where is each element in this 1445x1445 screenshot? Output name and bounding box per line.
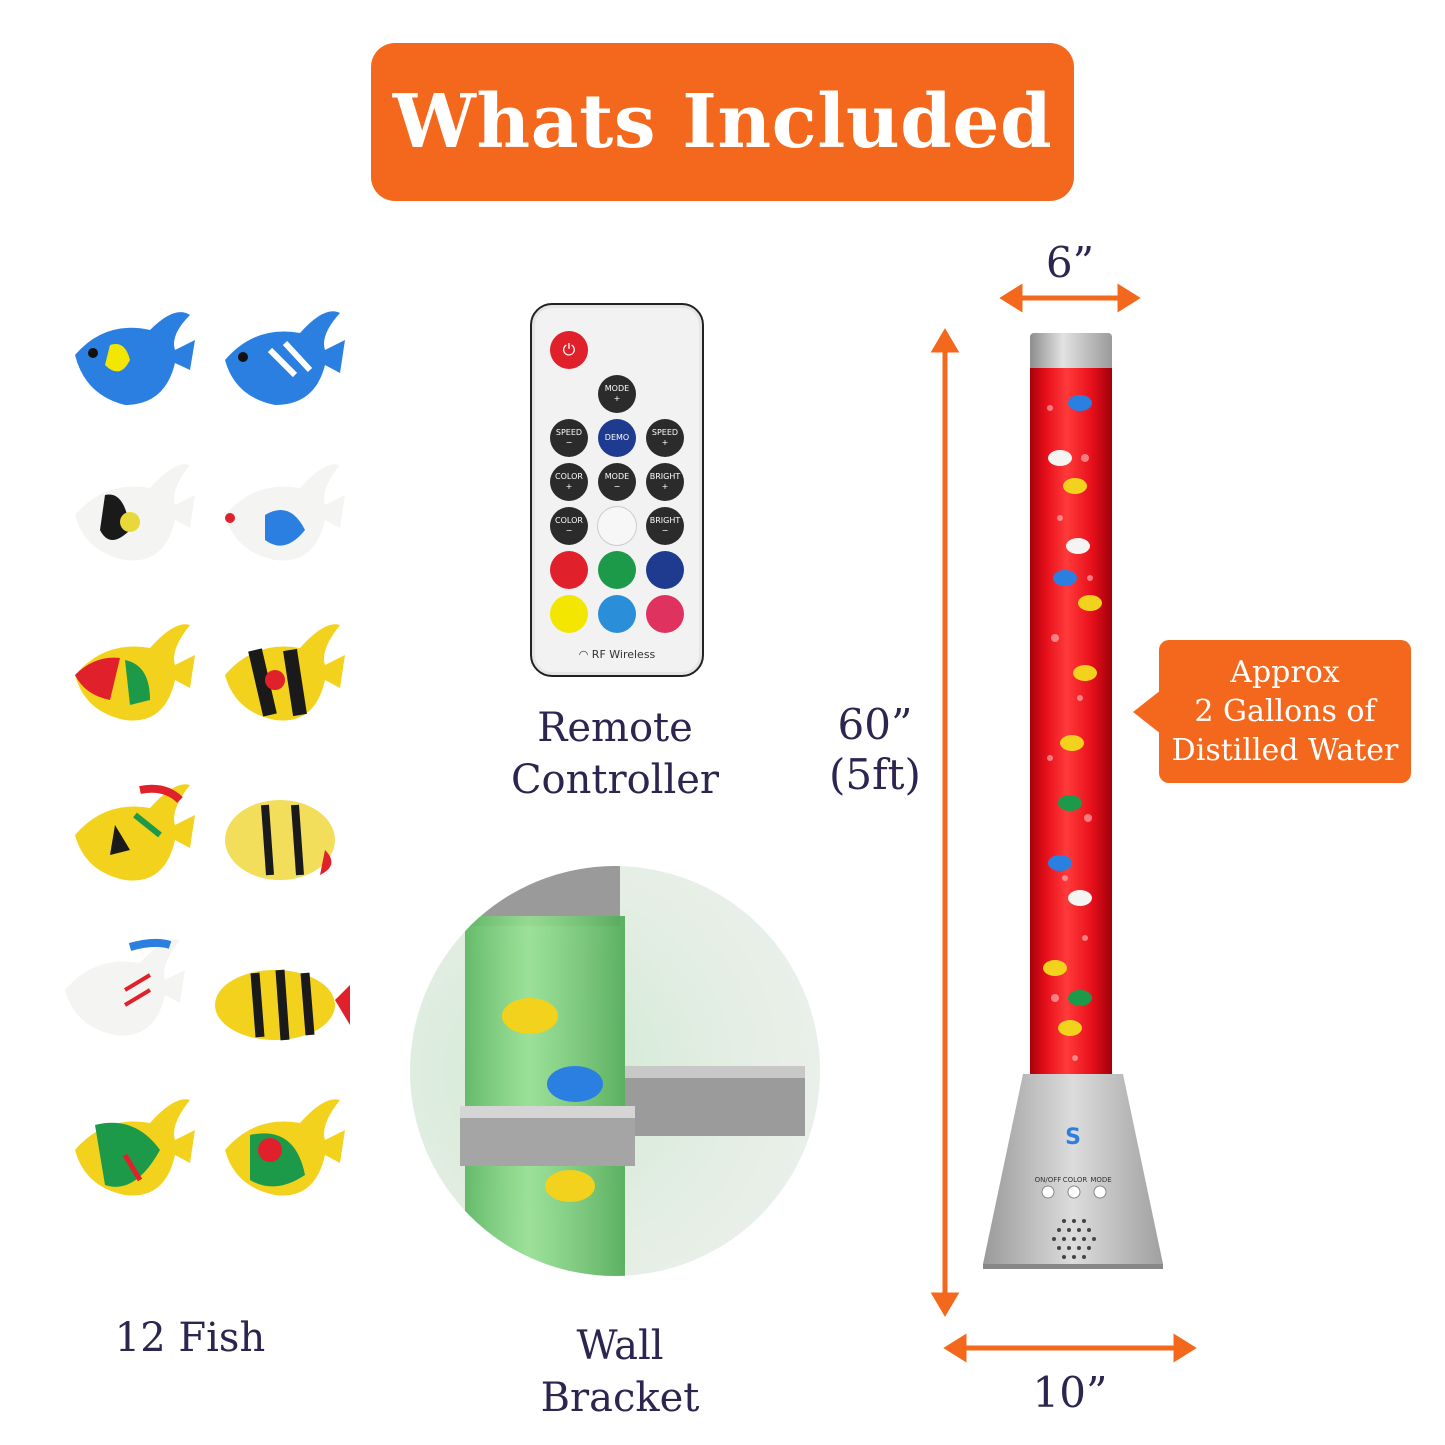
callout-line3: Distilled Water [1171, 733, 1399, 768]
bracket-label-line1: Wall [576, 1323, 664, 1369]
fish-image [225, 800, 335, 880]
base-onoff-label: ON/OFF [1034, 1176, 1062, 1184]
bracket-fish [502, 998, 595, 1202]
bracket-label-line2: Bracket [540, 1375, 700, 1421]
remote-speed-minus-button: SPEED − [550, 419, 588, 457]
wifi-icon: ◠ [578, 648, 592, 661]
fish-image [65, 938, 185, 1036]
remote-mode-plus-button: MODE + [598, 375, 636, 413]
fish-image [215, 969, 350, 1041]
remote-color-plus-button: COLOR + [550, 463, 588, 501]
fish-image [75, 312, 195, 405]
fish-image [225, 624, 345, 721]
remote-pink-button [646, 595, 684, 633]
remote-label-line1: Remote [537, 705, 693, 751]
tube-base: S ON/OFF COLOR MODE [978, 1064, 1168, 1274]
height-label-line1: 60” [837, 700, 913, 749]
fish-image [75, 624, 195, 721]
remote-color-minus-button: COLOR − [550, 507, 588, 545]
top-width-label: 6” [1045, 238, 1095, 287]
remote-blue-button [646, 551, 684, 589]
remote-green-button [598, 551, 636, 589]
height-label-line2: (5ft) [829, 750, 921, 799]
height-label: 60” (5ft) [815, 700, 935, 800]
bracket-label: Wall Bracket [480, 1320, 760, 1424]
fish-label: 12 Fish [114, 1315, 266, 1361]
callout-line1: Approx [1230, 655, 1340, 690]
title-banner: Whats Included [371, 43, 1074, 201]
fish-image [225, 464, 345, 561]
remote-bright-minus-button: BRIGHT − [646, 507, 684, 545]
fish-image [225, 311, 345, 405]
remote-controller-image: ⏻ MODE + SPEED − DEMO SPEED + COLOR + MO… [530, 303, 704, 677]
fish-grid [55, 295, 355, 1245]
water-capacity-callout: Approx 2 Gallons of Distilled Water [1159, 640, 1411, 783]
power-icon: ⏻ [550, 331, 588, 369]
fish-image [225, 1099, 345, 1196]
tube-cap [1030, 333, 1112, 368]
bottom-width-label: 10” [1032, 1368, 1108, 1417]
remote-lightblue-button [598, 595, 636, 633]
remote-demo-button: DEMO [598, 419, 636, 457]
base-mode-label: MODE [1090, 1176, 1112, 1184]
wall-bracket-image [410, 866, 820, 1276]
fish-image [75, 464, 195, 561]
bubble-tube-image [1030, 368, 1112, 1080]
fish-image [75, 1099, 195, 1196]
speaker-grille [1052, 1219, 1096, 1259]
remote-yellow-button [550, 595, 588, 633]
page-title: Whats Included [392, 79, 1053, 165]
tube-fish [1043, 395, 1102, 1036]
remote-mode-minus-button: MODE − [598, 463, 636, 501]
rf-wireless-text: RF Wireless [591, 648, 656, 661]
fish-image [75, 784, 195, 881]
remote-speed-plus-button: SPEED + [646, 419, 684, 457]
remote-white-button [598, 507, 636, 545]
remote-label-line2: Controller [510, 757, 720, 803]
remote-label: Remote Controller [480, 702, 750, 806]
callout-pointer [1133, 690, 1161, 734]
remote-red-button [550, 551, 588, 589]
brand-logo: S [1065, 1125, 1081, 1150]
rf-wireless-label: ◠ RF Wireless [532, 648, 702, 661]
base-color-label: COLOR [1062, 1176, 1088, 1184]
remote-bright-plus-button: BRIGHT + [646, 463, 684, 501]
callout-line2: 2 Gallons of [1194, 694, 1376, 729]
